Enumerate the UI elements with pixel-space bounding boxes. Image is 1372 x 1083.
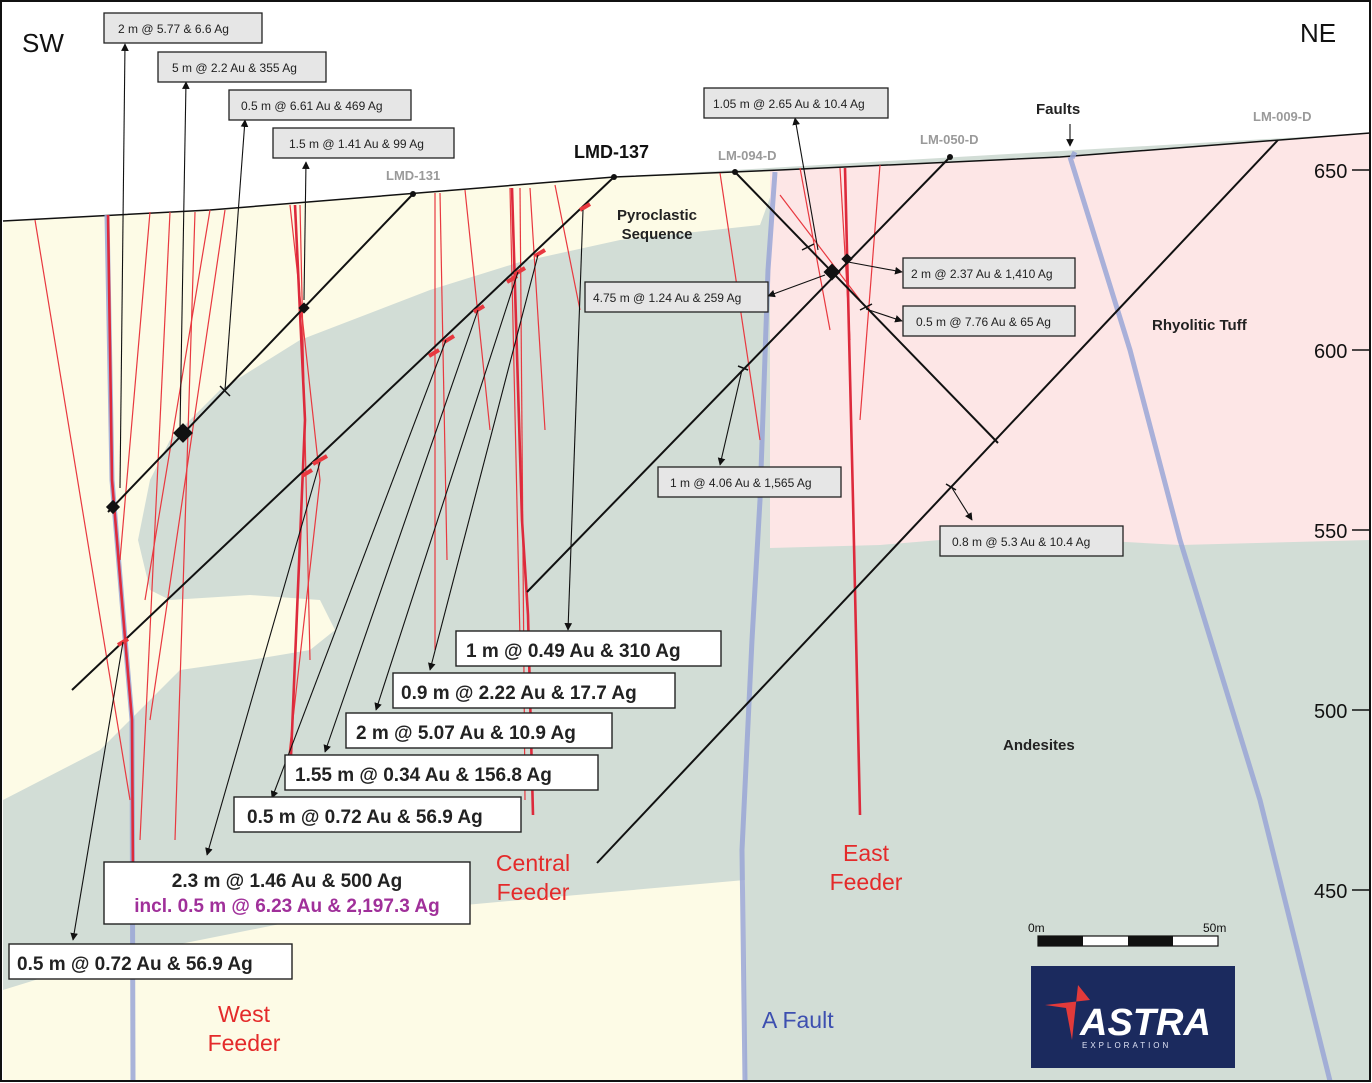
svg-text:2 m @ 2.37 Au & 1,410 Ag: 2 m @ 2.37 Au & 1,410 Ag	[911, 267, 1053, 281]
svg-text:1.05 m @ 2.65 Au & 10.4 Ag: 1.05 m @ 2.65 Au & 10.4 Ag	[713, 97, 865, 111]
svg-text:1 m @ 0.49 Au & 310 Ag: 1 m @ 0.49 Au & 310 Ag	[466, 641, 681, 662]
elevation-600: 600	[1314, 341, 1347, 363]
svg-text:ASTRA: ASTRA	[1079, 1002, 1211, 1044]
svg-text:incl. 0.5 m @ 6.23 Au & 2,197.: incl. 0.5 m @ 6.23 Au & 2,197.3 Ag	[134, 896, 439, 917]
svg-text:1.5 m @ 1.41 Au & 99 Ag: 1.5 m @ 1.41 Au & 99 Ag	[289, 137, 424, 151]
callout-b7: 0.5 m @ 0.72 Au & 56.9 Ag	[8, 943, 293, 980]
callout-c3: 0.5 m @ 6.61 Au & 469 Ag	[228, 89, 412, 121]
elevation-450: 450	[1314, 881, 1347, 903]
leader-lines	[70, 43, 1074, 941]
svg-text:0.5 m @ 0.72 Au & 56.9 Ag: 0.5 m @ 0.72 Au & 56.9 Ag	[247, 807, 483, 828]
callout-b3: 2 m @ 5.07 Au & 10.9 Ag	[345, 712, 613, 749]
east-fault-1	[1067, 156, 1333, 1082]
callout-c10: 0.8 m @ 5.3 Au & 10.4 Ag	[939, 525, 1124, 557]
drillhole-lm009-label: LM-009-D	[1253, 109, 1312, 124]
callout-b6: 2.3 m @ 1.46 Au & 500 Ag incl. 0.5 m @ 6…	[103, 861, 471, 925]
svg-text:2 m @ 5.77 & 6.6 Ag: 2 m @ 5.77 & 6.6 Ag	[118, 22, 229, 36]
svg-text:0.5 m @ 0.72 Au & 56.9 Ag: 0.5 m @ 0.72 Au & 56.9 Ag	[17, 954, 253, 975]
callout-b2: 0.9 m @ 2.22 Au & 17.7 Ag	[392, 672, 676, 709]
drillhole-lm050-label: LM-050-D	[920, 132, 979, 147]
callout-c7: 4.75 m @ 1.24 Au & 259 Ag	[584, 281, 769, 313]
callout-b5: 0.5 m @ 0.72 Au & 56.9 Ag	[233, 796, 522, 833]
callout-b1: 1 m @ 0.49 Au & 310 Ag	[455, 630, 722, 667]
svg-text:EXPLORATION: EXPLORATION	[1082, 1041, 1171, 1050]
rhyolite-unit	[770, 133, 1370, 548]
a-fault	[739, 171, 778, 1082]
callout-c2: 5 m @ 2.2 Au & 355 Ag	[157, 51, 327, 83]
svg-text:1 m @ 4.06 Au & 1,565 Ag: 1 m @ 4.06 Au & 1,565 Ag	[670, 476, 812, 490]
drillhole-lm094-label: LM-094-D	[718, 148, 777, 163]
svg-text:0.5 m @ 7.76 Au & 65 Ag: 0.5 m @ 7.76 Au & 65 Ag	[916, 315, 1051, 329]
star-icon	[1045, 985, 1090, 1040]
svg-text:1.55 m @ 0.34 Au & 156.8 Ag: 1.55 m @ 0.34 Au & 156.8 Ag	[295, 765, 552, 786]
callout-c6: 2 m @ 2.37 Au & 1,410 Ag	[902, 257, 1076, 289]
svg-text:4.75 m @ 1.24 Au & 259 Ag: 4.75 m @ 1.24 Au & 259 Ag	[593, 291, 741, 305]
pyroclastic-lower-unit	[3, 880, 745, 1081]
drillhole-lmd137-label: LMD-137	[574, 142, 649, 162]
callout-c4: 1.5 m @ 1.41 Au & 99 Ag	[272, 127, 455, 159]
elevation-650: 650	[1314, 161, 1347, 183]
ne-label: NE	[1300, 18, 1336, 48]
rhyolitic-label: Rhyolitic Tuff	[1152, 317, 1248, 334]
callout-c9: 1 m @ 4.06 Au & 1,565 Ag	[657, 466, 842, 498]
callout-c1: 2 m @ 5.77 & 6.6 Ag	[103, 12, 263, 44]
small-callouts: 2 m @ 5.77 & 6.6 Ag 5 m @ 2.2 Au & 355 A…	[103, 12, 1124, 557]
callout-b4: 1.55 m @ 0.34 Au & 156.8 Ag	[284, 754, 599, 791]
intercept-markers	[105, 202, 957, 647]
svg-text:0.9 m @ 2.22 Au & 17.7 Ag: 0.9 m @ 2.22 Au & 17.7 Ag	[401, 683, 637, 704]
scale-bar: 0m 50m	[1028, 921, 1226, 947]
sw-label: SW	[22, 28, 64, 58]
svg-text:0.8 m @ 5.3 Au & 10.4 Ag: 0.8 m @ 5.3 Au & 10.4 Ag	[952, 535, 1090, 549]
callout-c5: 1.05 m @ 2.65 Au & 10.4 Ag	[703, 87, 889, 119]
pyroclastic-unit	[3, 170, 780, 800]
east-fault-2	[1069, 150, 1078, 160]
astra-logo: ASTRA EXPLORATION	[1031, 966, 1235, 1068]
big-callouts: 1 m @ 0.49 Au & 310 Ag 0.9 m @ 2.22 Au &…	[8, 630, 722, 980]
svg-text:2 m @ 5.07 Au & 10.9 Ag: 2 m @ 5.07 Au & 10.9 Ag	[356, 723, 576, 744]
andesites-label: Andesites	[1003, 737, 1075, 754]
svg-text:0m: 0m	[1028, 921, 1045, 935]
elevation-ticks	[1352, 169, 1370, 891]
callout-c8: 0.5 m @ 7.76 Au & 65 Ag	[902, 305, 1076, 337]
elevation-550: 550	[1314, 521, 1347, 543]
veins	[34, 164, 881, 841]
a-fault-label: A Fault	[762, 1007, 834, 1033]
svg-text:2.3 m @ 1.46 Au & 500 Ag: 2.3 m @ 1.46 Au & 500 Ag	[172, 871, 402, 892]
svg-text:5 m @ 2.2 Au & 355 Ag: 5 m @ 2.2 Au & 355 Ag	[172, 61, 297, 75]
ground-surface	[2, 132, 1371, 222]
svg-text:0.5 m @ 6.61 Au & 469 Ag: 0.5 m @ 6.61 Au & 469 Ag	[241, 99, 383, 113]
svg-text:50m: 50m	[1203, 921, 1226, 935]
drillhole-lmd131-label: LMD-131	[386, 168, 440, 183]
faults-label: Faults	[1036, 101, 1080, 118]
elevation-500: 500	[1314, 701, 1347, 723]
